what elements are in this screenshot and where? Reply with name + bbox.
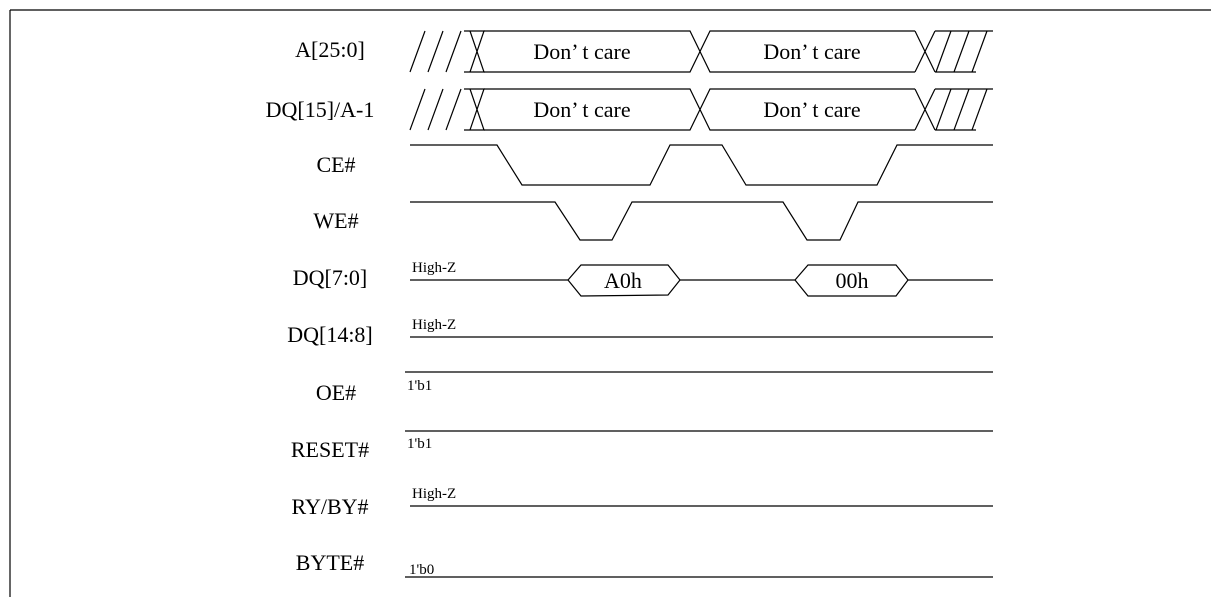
bus-value-dq7-0-2: 00h [836, 268, 869, 293]
bus-value-dq15-2: Don’ t care [763, 97, 860, 122]
note-oe: 1'b1 [407, 378, 432, 394]
label-reset: RESET# [291, 437, 369, 462]
waveform-a-25-0 [409, 30, 993, 73]
note-dq14-8: High-Z [412, 317, 456, 333]
signal-labels: A[25:0] DQ[15]/A-1 CE# WE# DQ[7:0] DQ[14… [266, 37, 375, 575]
note-reset: 1'b1 [407, 436, 432, 452]
note-ry-by: High-Z [412, 486, 456, 502]
waveform-ce [410, 144, 993, 186]
note-dq7-0: High-Z [412, 260, 456, 276]
waveform-dq15-a-1 [409, 88, 993, 131]
label-ry-by: RY/BY# [291, 494, 368, 519]
note-byte: 1'b0 [409, 562, 434, 578]
label-we: WE# [313, 208, 358, 233]
waveform-we [410, 201, 993, 241]
label-dq14-8: DQ[14:8] [287, 322, 373, 347]
label-dq7-0: DQ[7:0] [293, 265, 368, 290]
diagram-frame [9, 9, 1211, 597]
bus-value-a-1: Don’ t care [533, 39, 630, 64]
bus-value-dq7-0-1: A0h [604, 268, 642, 293]
waveform-dq7-0 [410, 264, 993, 297]
label-a-25-0: A[25:0] [295, 37, 365, 62]
bus-value-a-2: Don’ t care [763, 39, 860, 64]
label-ce: CE# [316, 152, 355, 177]
label-byte: BYTE# [296, 550, 364, 575]
label-dq15-a-1: DQ[15]/A-1 [266, 97, 375, 122]
label-oe: OE# [316, 380, 356, 405]
bus-value-dq15-1: Don’ t care [533, 97, 630, 122]
